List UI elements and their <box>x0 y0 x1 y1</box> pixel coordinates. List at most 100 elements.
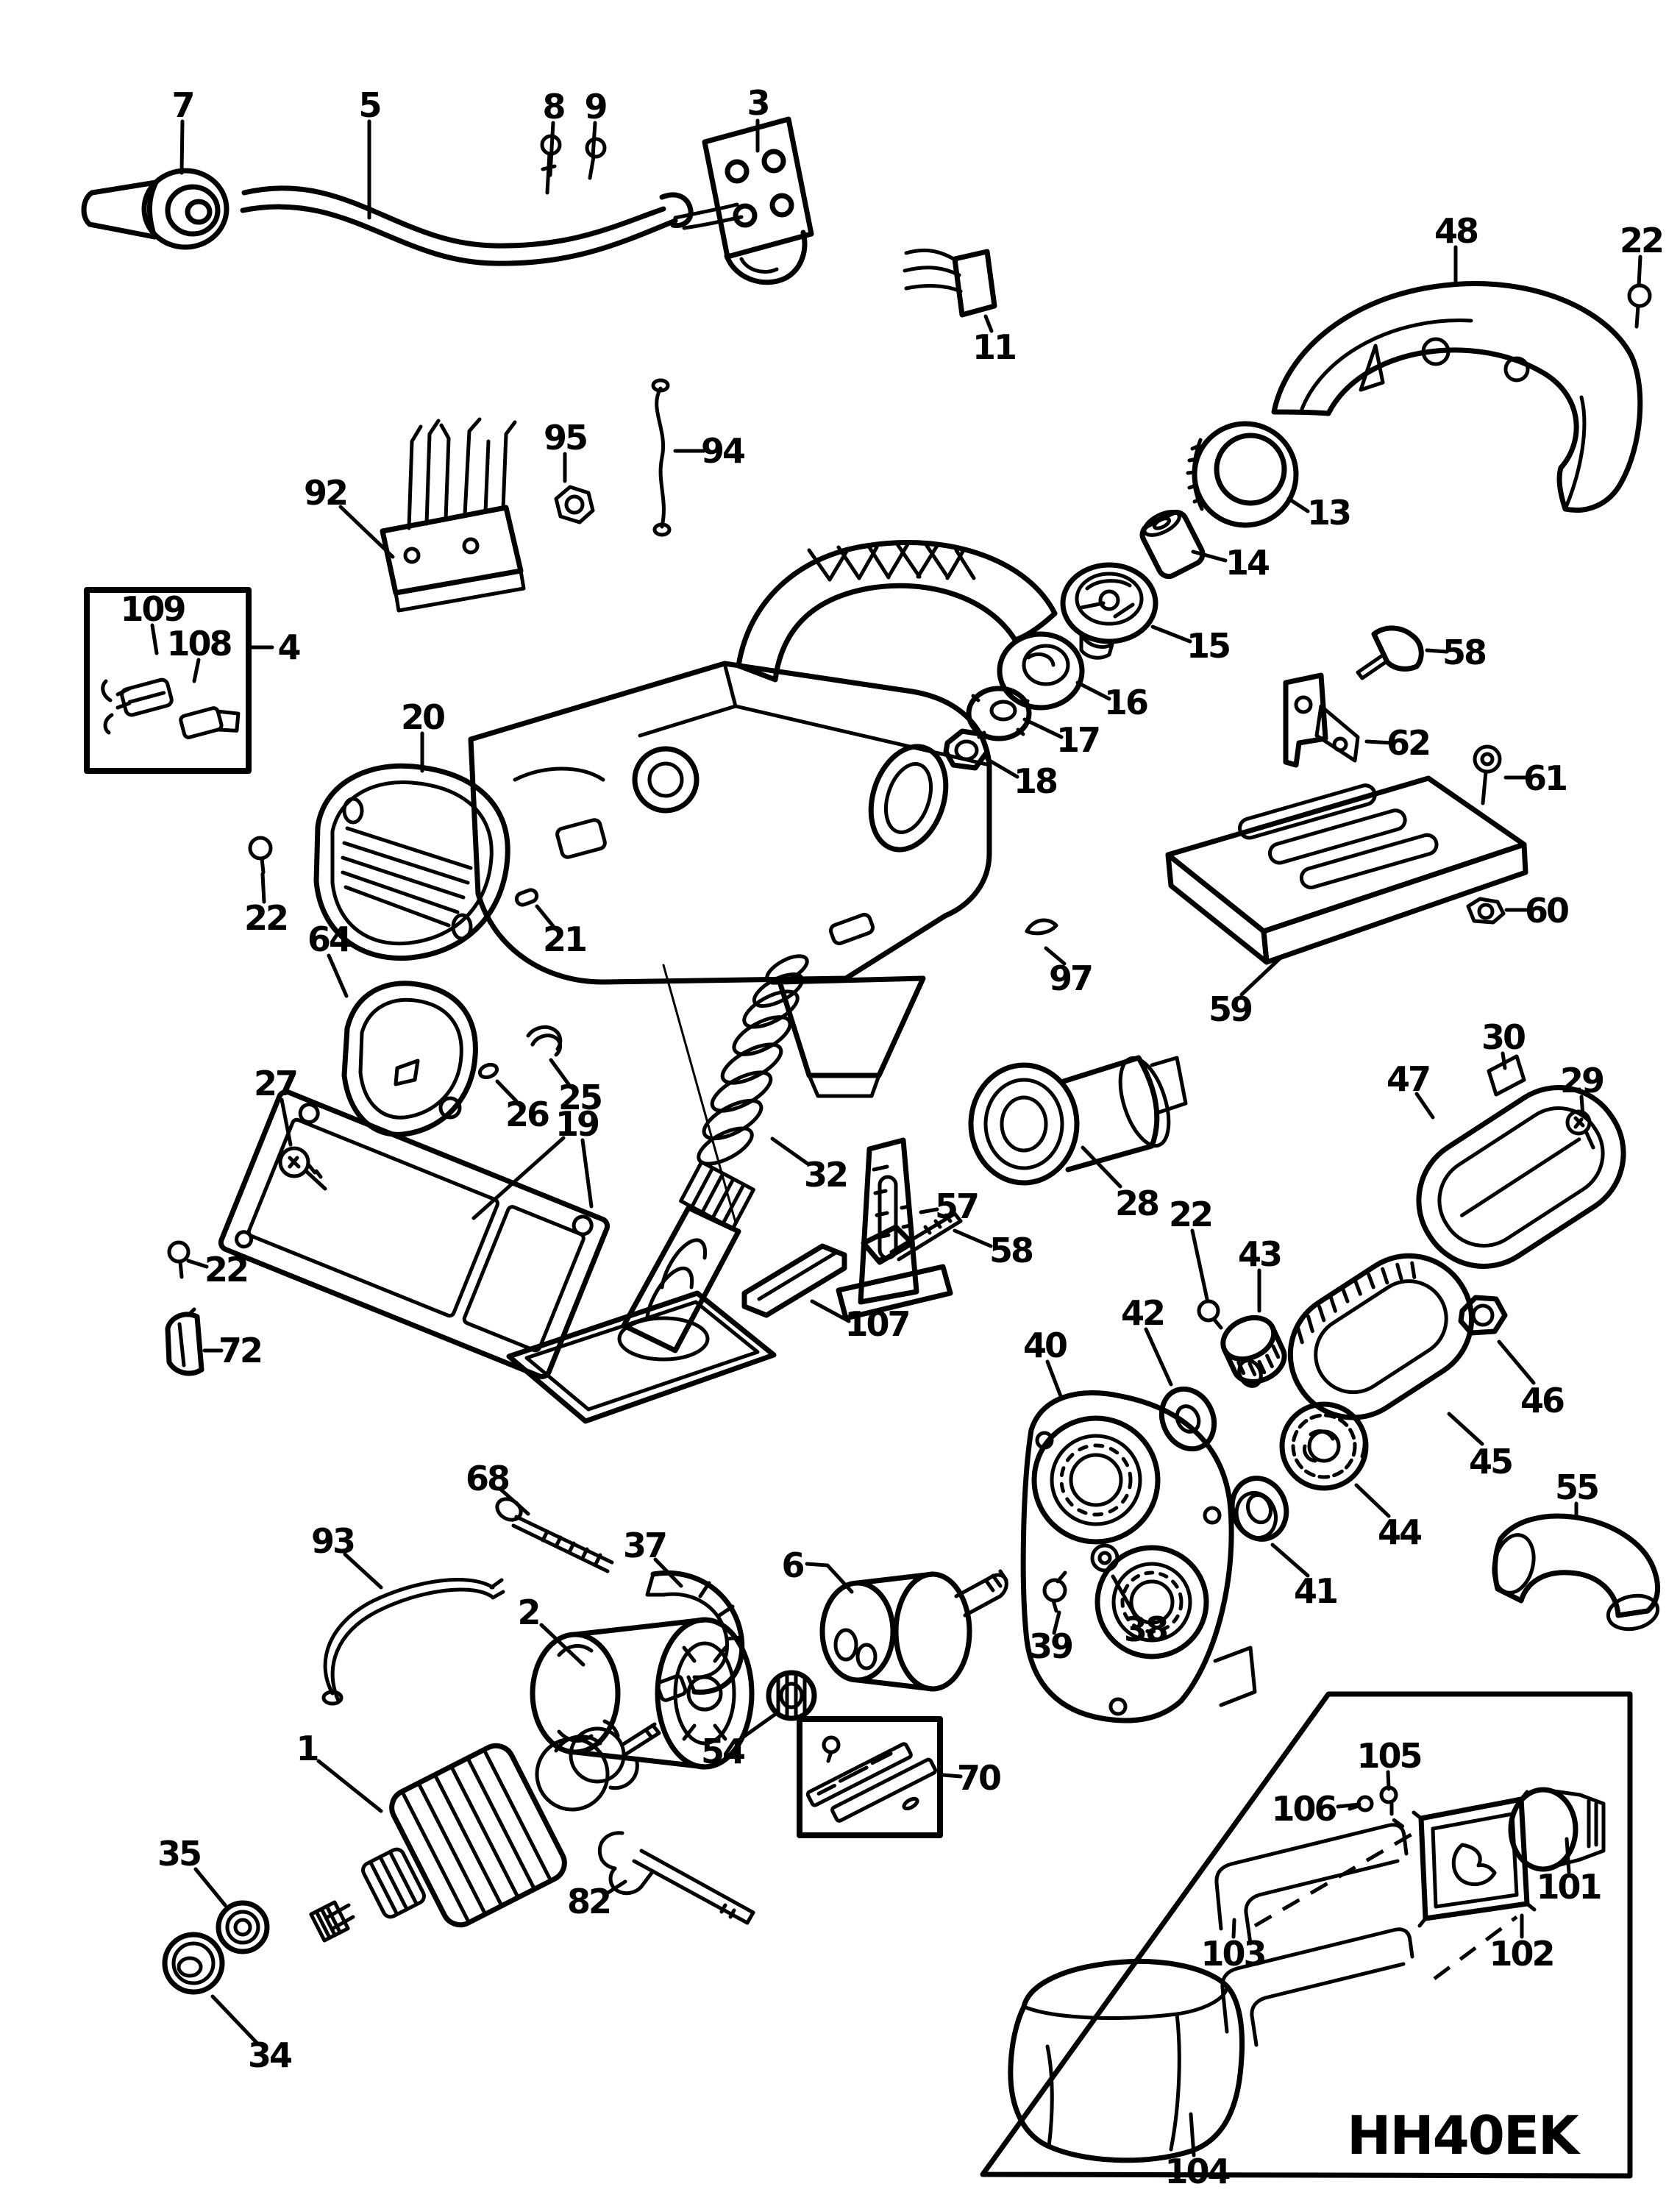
disc-16-drawing <box>997 631 1085 711</box>
wire-connector-drawing <box>903 248 997 318</box>
part-label-41-51: 41 <box>1294 1571 1336 1611</box>
screw-39-drawing <box>1042 1570 1067 1613</box>
nut-95-drawing <box>554 485 595 524</box>
part-label-22-24: 22 <box>244 898 287 938</box>
lead-wire-93-drawing <box>321 1578 505 1706</box>
bearing-34-drawing <box>162 1932 225 1995</box>
spring-32-drawing <box>697 954 809 1166</box>
terminal-screw-9-drawing <box>585 137 607 180</box>
leader-line-22-7 <box>1637 255 1642 288</box>
screw-61-drawing <box>1473 744 1502 805</box>
switch-drawing <box>702 116 814 285</box>
screw-27-drawing <box>278 1146 327 1191</box>
bearing-35-drawing <box>216 1900 270 1954</box>
part-label-72-48: 72 <box>218 1331 261 1370</box>
spring-25-drawing <box>526 1025 563 1057</box>
leader-line-22-41 <box>1190 1228 1209 1301</box>
leader-line-1-62 <box>316 1759 383 1813</box>
part-label-39-58: 39 <box>1029 1626 1072 1666</box>
disc-17-drawing <box>966 686 1032 741</box>
leader-line-21-25 <box>535 904 555 928</box>
wing-bolt-58-top-drawing <box>1356 625 1424 680</box>
leader-line-82-67 <box>602 1879 627 1897</box>
part-label-8-2: 8 <box>542 87 564 127</box>
part-label-94-10: 94 <box>701 431 744 471</box>
leader-line-109-13 <box>150 623 159 655</box>
leader-line-64-26 <box>327 953 349 998</box>
deflector-107-drawing <box>741 1243 847 1318</box>
part-label-108-14: 108 <box>166 624 231 664</box>
part-label-70-64: 70 <box>957 1758 1000 1798</box>
leader-line-22-45 <box>186 1259 209 1269</box>
part-label-107-46: 107 <box>844 1304 908 1344</box>
part-label-2-57: 2 <box>517 1593 538 1632</box>
screw-22-mid-drawing <box>1197 1299 1223 1330</box>
part-label-11-5: 11 <box>972 327 1015 367</box>
part-label-34-70: 34 <box>248 2035 291 2075</box>
leader-line-58-40 <box>953 1228 993 1248</box>
side-cover-20-drawing <box>313 763 510 961</box>
part-label-16-19: 16 <box>1104 683 1147 722</box>
leader-line-108-14 <box>192 658 201 683</box>
felt-washer-42-drawing <box>1158 1386 1217 1452</box>
leader-line-35-66 <box>193 1867 227 1907</box>
leader-line-42-43 <box>1144 1327 1173 1387</box>
part-label-25-32: 25 <box>558 1078 601 1117</box>
power-cable-drawing <box>240 185 744 266</box>
drum-28-drawing <box>968 1055 1188 1186</box>
screw-29-drawing <box>1565 1109 1595 1150</box>
part-label-106-61: 106 <box>1271 1789 1336 1829</box>
part-label-82-67: 82 <box>567 1882 610 1921</box>
leader-line-27-30 <box>280 1098 293 1147</box>
end-plate-40-drawing <box>1020 1390 1257 1723</box>
leader-line-40-44 <box>1045 1359 1063 1398</box>
pin-26-drawing <box>477 1062 499 1080</box>
fence-bracket-62-drawing <box>1283 672 1360 768</box>
part-label-102-68: 102 <box>1489 1934 1553 1974</box>
base-tray-drawing <box>218 1089 611 1379</box>
leader-line-70-64 <box>941 1773 963 1779</box>
rear-handle-housing-drawing <box>1271 281 1643 513</box>
leader-line-15-16 <box>1150 625 1192 644</box>
leader-line-105-60 <box>1386 1770 1391 1791</box>
part-label-104-71: 104 <box>1164 2152 1229 2191</box>
leader-line-45-49 <box>1447 1412 1484 1446</box>
leader-line-32-37 <box>770 1136 810 1166</box>
leader-line-22-24 <box>260 872 266 904</box>
spindle-14-drawing <box>1139 509 1206 580</box>
part-label-103-69: 103 <box>1200 1934 1264 1974</box>
belt-cover-47-drawing <box>1416 1085 1626 1269</box>
washer-38-drawing <box>1090 1543 1120 1573</box>
adjust-knob-13-drawing <box>1186 421 1299 528</box>
part-label-5-1: 5 <box>358 85 380 125</box>
part-label-62-18: 62 <box>1387 723 1429 763</box>
leader-line-62-18 <box>1364 739 1394 745</box>
brush-holder-drawing <box>380 417 526 613</box>
leader-line-17-22 <box>1022 717 1064 739</box>
leader-line-54-63 <box>736 1711 779 1743</box>
part-label-40-44: 40 <box>1023 1326 1067 1365</box>
detail-box-4 <box>84 587 252 774</box>
leader-line-38-59 <box>1111 1574 1137 1618</box>
part-label-68-53: 68 <box>466 1459 509 1498</box>
nut-60-drawing <box>1466 897 1506 925</box>
pulley-43-drawing <box>1220 1314 1287 1388</box>
leader-line-46-47 <box>1497 1340 1536 1385</box>
chip-chute-55-drawing <box>1492 1513 1660 1632</box>
knob-101-drawing <box>1508 1787 1606 1872</box>
part-label-101-65: 101 <box>1536 1867 1600 1907</box>
bearing-41-drawing <box>1229 1476 1289 1542</box>
part-label-28-34: 28 <box>1115 1184 1158 1223</box>
leader-line-37-55 <box>653 1557 683 1588</box>
part-label-7-0: 7 <box>171 85 193 125</box>
leader-line-101-65 <box>1565 1837 1571 1874</box>
clip-72-drawing <box>165 1307 204 1376</box>
leader-line-44-50 <box>1354 1483 1391 1518</box>
leader-line-107-46 <box>810 1299 851 1323</box>
part-label-29-36: 29 <box>1560 1061 1604 1100</box>
clutch-15-drawing <box>1060 562 1158 660</box>
part-label-43-42: 43 <box>1238 1234 1281 1274</box>
leader-line-19-38b <box>580 1138 594 1209</box>
